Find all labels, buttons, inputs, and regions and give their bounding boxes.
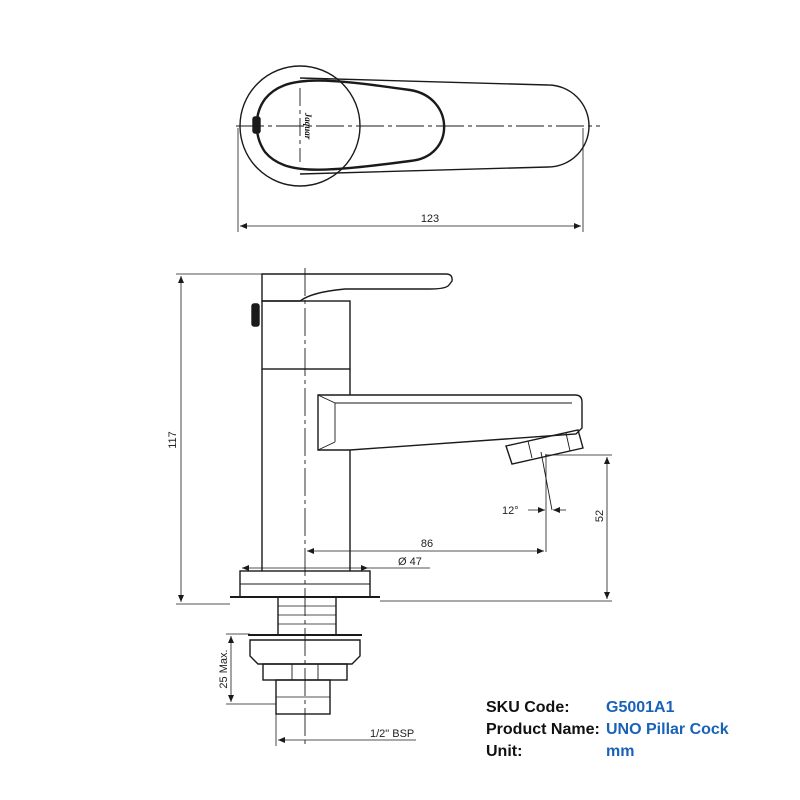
spec-label: Unit: [486, 743, 523, 760]
spec-value: UNO Pillar Cock [606, 721, 729, 738]
dim-flange-label: Ø 47 [398, 556, 422, 568]
spec-label: SKU Code: [486, 699, 570, 716]
spec-value: mm [606, 743, 635, 760]
side-view-lever [261, 273, 453, 302]
dim-angle-label: 12° [502, 505, 519, 517]
side-view-dimensions [176, 273, 612, 746]
side-view [230, 268, 584, 748]
dim-overall-height-label: 117 [167, 431, 179, 449]
brand-mark-text: Jaquar [303, 112, 313, 140]
side-view-locknut [249, 639, 361, 665]
spec-row-product-name: Product Name: UNO Pillar Cock [486, 719, 729, 741]
dim-spout-height-label: 52 [594, 510, 606, 522]
spec-row-unit: Unit: mm [486, 741, 729, 763]
spec-row-sku: SKU Code: G5001A1 [486, 697, 729, 719]
dim-spout-reach-label: 86 [421, 538, 433, 550]
spec-value: G5001A1 [606, 699, 675, 716]
side-view-shank [277, 596, 337, 636]
top-view [236, 65, 600, 232]
dim-bsp-label: 1/2" BSP [370, 728, 414, 740]
spec-table: SKU Code: G5001A1 Product Name: UNO Pill… [486, 697, 729, 763]
dim-thread-length-label: 25 Max. [218, 649, 230, 688]
side-view-button [251, 303, 260, 327]
top-view-handle [255, 79, 446, 171]
dim-width-label: 123 [421, 213, 439, 225]
side-view-spout [317, 394, 583, 451]
top-view-button [252, 116, 261, 134]
side-view-body [261, 300, 351, 370]
spec-label: Product Name: [486, 721, 600, 738]
side-view-aerator [505, 429, 584, 465]
